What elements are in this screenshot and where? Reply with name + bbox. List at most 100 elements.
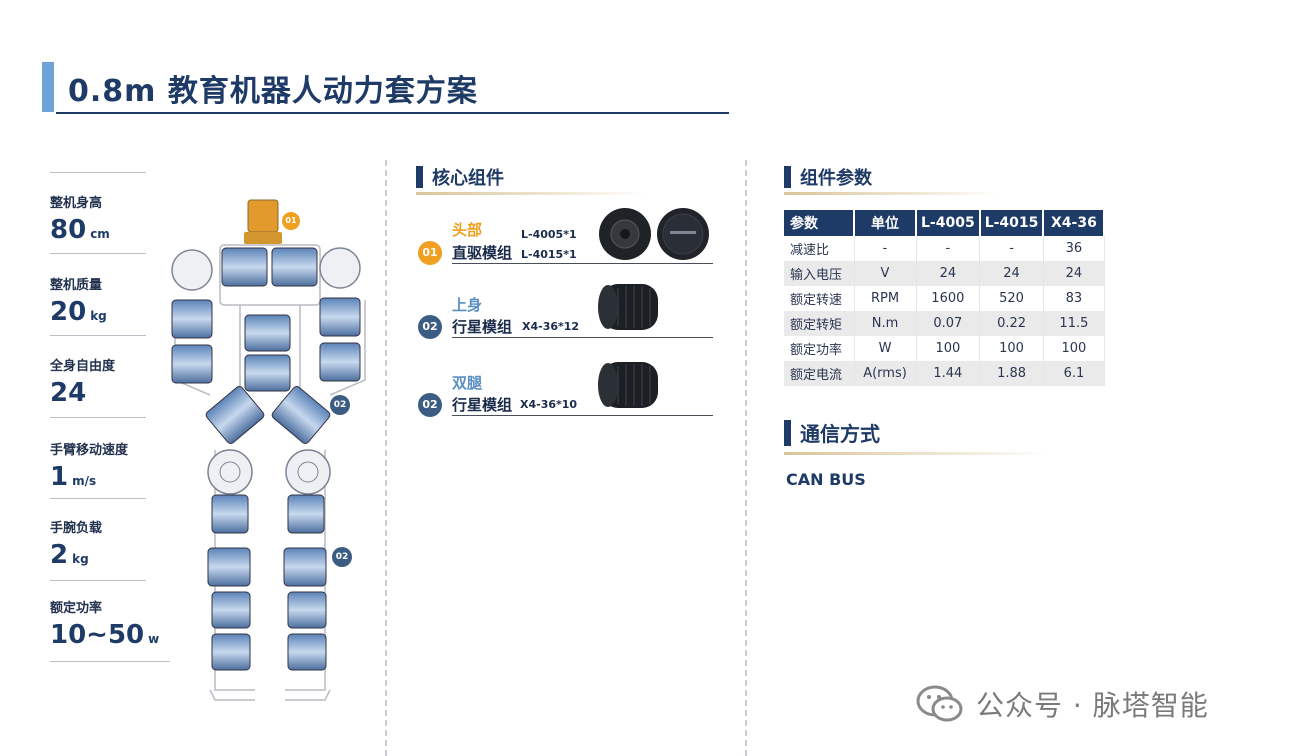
section-underline [784, 192, 999, 195]
motor-l4005-image [596, 207, 654, 265]
spec-divider [50, 172, 146, 173]
table-cell: A(rms) [854, 361, 917, 386]
table-cell: 0.07 [916, 311, 981, 336]
spec-divider [50, 661, 170, 662]
table-cell: 减速比 [784, 236, 855, 261]
comm-section-title: 通信方式 [800, 422, 880, 446]
table-cell: 1.88 [979, 361, 1044, 386]
component-name: 直驱模组 [452, 244, 513, 262]
table-cell: 24 [916, 261, 981, 286]
table-cell: RPM [854, 286, 917, 311]
column-divider-2 [745, 160, 747, 756]
spec-value: 10~50 [50, 620, 145, 650]
component-category: 头部 [452, 221, 483, 239]
component-name: 行星模组 [452, 396, 513, 414]
robot-badge-leg: 02 [332, 547, 352, 567]
section-bar [416, 166, 423, 188]
component-number-badge: 02 [418, 315, 442, 339]
params-section-header: 组件参数 [784, 162, 999, 196]
params-table: 参数 单位 L-4005 L-4015 X4-36 减速比 - - - 36 输… [784, 210, 1106, 386]
table-cell: 83 [1043, 286, 1105, 311]
spec-unit: m/s [72, 474, 97, 488]
component-upper-body: 02 上身 行星模组 X4-36*12 [418, 282, 718, 356]
table-cell: 额定转矩 [784, 311, 855, 336]
component-model: X4-36*10 [520, 398, 578, 411]
column-divider-1 [385, 160, 387, 756]
motor-l4015-image [656, 207, 710, 265]
comm-value: CAN BUS [786, 470, 866, 489]
page-title: 0.8m 教育机器人动力套方案 [68, 74, 478, 109]
spec-unit: kg [90, 309, 107, 323]
spec-divider [50, 335, 146, 336]
table-cell: W [854, 336, 917, 361]
spec-divider [50, 417, 146, 418]
watermark: 公众号 · 脉塔智能 [916, 684, 1209, 724]
spec-value: 80 [50, 215, 87, 245]
section-underline [416, 192, 646, 195]
core-section-title: 核心组件 [432, 168, 504, 189]
table-cell: - [854, 236, 917, 261]
component-underline [452, 415, 713, 416]
table-cell: 额定电流 [784, 361, 855, 386]
params-section-title: 组件参数 [800, 168, 872, 189]
table-cell: 1.44 [916, 361, 981, 386]
table-cell: 额定功率 [784, 336, 855, 361]
table-row: 输入电压 V 24 24 24 [784, 261, 1105, 286]
spec-value: 1 [50, 462, 69, 492]
spec-divider [50, 498, 146, 499]
table-cell: 0.22 [979, 311, 1044, 336]
component-category: 双腿 [452, 374, 483, 392]
table-cell: N.m [854, 311, 917, 336]
component-legs: 02 双腿 行星模组 X4-36*10 [418, 360, 718, 434]
section-bar [784, 420, 791, 446]
table-header-row: 参数 单位 L-4005 L-4015 X4-36 [784, 210, 1106, 236]
table-cell: 36 [1043, 236, 1105, 261]
component-underline [452, 337, 713, 338]
component-underline [452, 263, 713, 264]
table-header-cell: X4-36 [1043, 210, 1106, 236]
spec-unit: w [148, 632, 160, 646]
table-cell: 额定转速 [784, 286, 855, 311]
component-head: 01 头部 直驱模组 L-4005*1 L-4015*1 [418, 205, 718, 279]
component-model: L-4005*1 [521, 228, 577, 241]
table-header-cell: L-4005 [916, 210, 981, 236]
table-cell: 100 [1043, 336, 1105, 361]
table-cell: 24 [1043, 261, 1105, 286]
spec-label: 额定功率 [50, 601, 103, 616]
motor-x4-36-image [594, 356, 666, 416]
table-cell: - [916, 236, 981, 261]
title-accent-bar [42, 62, 54, 112]
section-bar [784, 166, 791, 188]
table-header-cell: L-4015 [979, 210, 1045, 236]
spec-dof: 全身自由度 24 [50, 355, 146, 408]
spec-label: 全身自由度 [50, 359, 116, 374]
component-model: X4-36*12 [522, 320, 580, 333]
spec-value: 2 [50, 540, 69, 570]
table-cell: 100 [916, 336, 981, 361]
table-cell: 520 [979, 286, 1044, 311]
motor-x4-36-image [594, 278, 666, 338]
watermark-text: 公众号 · 脉塔智能 [976, 689, 1209, 722]
table-cell: 100 [979, 336, 1044, 361]
spec-label: 整机身高 [50, 196, 103, 211]
spec-unit: cm [90, 227, 110, 241]
table-cell: V [854, 261, 917, 286]
table-row: 减速比 - - - 36 [784, 236, 1105, 261]
table-row: 额定电流 A(rms) 1.44 1.88 6.1 [784, 361, 1105, 386]
table-cell: 输入电压 [784, 261, 855, 286]
component-number-badge: 01 [418, 241, 442, 265]
table-cell: 11.5 [1043, 311, 1105, 336]
spec-label: 手臂移动速度 [50, 443, 129, 458]
spec-divider [50, 253, 146, 254]
title-underline [56, 112, 729, 114]
component-number-badge: 02 [418, 393, 442, 417]
table-header-cell: 参数 [784, 210, 855, 236]
wechat-icon [916, 685, 963, 722]
component-model: L-4015*1 [521, 248, 577, 261]
component-category: 上身 [452, 296, 483, 314]
spec-label: 整机质量 [50, 278, 103, 293]
